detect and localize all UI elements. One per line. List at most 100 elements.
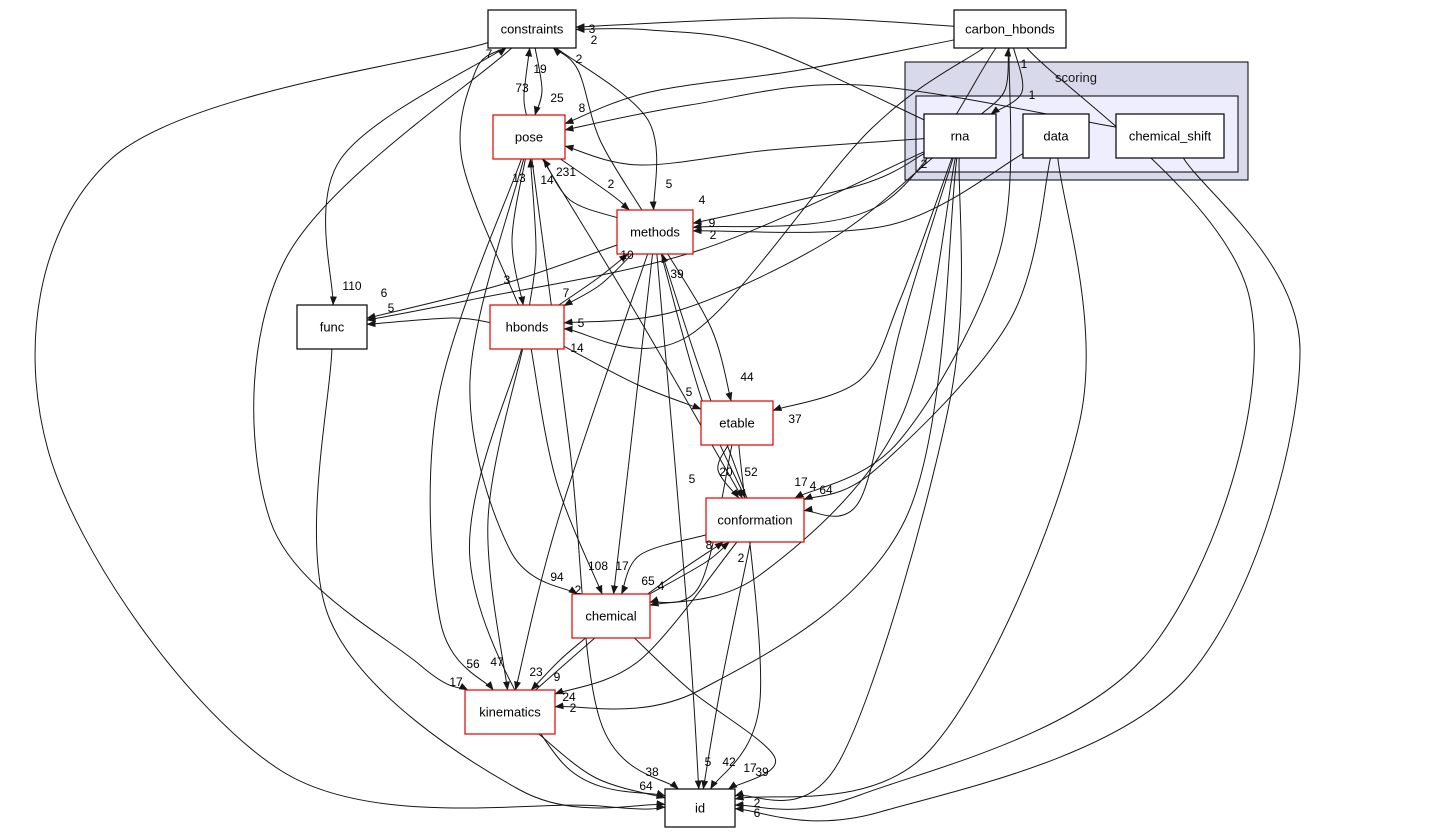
node-data-box[interactable] xyxy=(1022,113,1090,159)
edge-methods-constraints xyxy=(552,47,643,211)
node-rna[interactable]: rna xyxy=(923,113,997,159)
edge-chemical-conformation-count: 2 xyxy=(738,551,745,565)
edge-methods-pose xyxy=(542,158,618,219)
edge-hbonds-kinematics xyxy=(487,348,524,691)
edge-chemical-id xyxy=(634,637,776,790)
edge-carbon_hbonds-methods xyxy=(692,47,997,230)
node-constraints-box[interactable] xyxy=(487,9,577,49)
node-hbonds[interactable]: hbonds xyxy=(489,304,565,350)
edge-labels-layer: 7319272311017523945652641376442017951014… xyxy=(342,22,1035,820)
node-conformation[interactable]: conformation xyxy=(705,497,805,543)
node-etable[interactable]: etable xyxy=(700,400,774,446)
edge-carbon_hbonds-id xyxy=(734,47,1255,810)
edge-methods-id-count: 5 xyxy=(705,755,712,769)
node-chemical-label: chemical xyxy=(585,609,636,624)
edge-hbonds-chemical xyxy=(530,348,603,595)
edge-constraints-pose xyxy=(533,47,543,116)
node-carbon_hbonds[interactable]: carbon_hbonds xyxy=(953,9,1067,49)
edge-chemical_shift-pose-count: 8 xyxy=(579,101,586,115)
edge-data-conformation xyxy=(803,157,1051,501)
edge-pose-chemical-count: 94 xyxy=(550,570,564,584)
edge-carbon_hbonds-constraints xyxy=(575,17,955,31)
node-chemical[interactable]: chemical xyxy=(571,593,651,639)
node-pose[interactable]: pose xyxy=(492,114,566,160)
edge-rna-chemical-count: 4 xyxy=(658,579,665,593)
node-chemical_shift[interactable]: chemical_shift xyxy=(1115,113,1225,159)
edge-rna-methods-count: 4 xyxy=(699,193,706,207)
edge-hbonds-chemical-count: 2 xyxy=(575,583,582,597)
node-methods[interactable]: methods xyxy=(616,209,694,255)
edge-hbonds-constraints-count: 7 xyxy=(486,47,493,61)
edge-carbon_hbonds-conformation-count: 64 xyxy=(819,483,833,497)
edge-rna-hbonds-count: 5 xyxy=(578,316,585,330)
node-kinematics-box[interactable] xyxy=(464,689,556,735)
edge-rna-func xyxy=(366,151,925,322)
node-methods-label: methods xyxy=(630,225,680,240)
edge-constraints-methods xyxy=(555,47,658,211)
edge-methods-etable-count: 44 xyxy=(740,370,754,384)
edge-rna-hbonds xyxy=(563,157,933,326)
edge-rna-constraints xyxy=(575,25,925,121)
node-data-label: data xyxy=(1043,129,1069,144)
edge-etable-chemical-count: 65 xyxy=(641,574,655,588)
edge-pose-kinematics xyxy=(429,158,522,691)
edge-pose-constraints-count: 73 xyxy=(515,81,529,95)
edge-rna-id-count: 2 xyxy=(921,157,928,171)
node-hbonds-box[interactable] xyxy=(489,304,565,350)
node-kinematics[interactable]: kinematics xyxy=(464,689,556,735)
edge-methods-pose-count: 13 xyxy=(512,171,526,185)
edge-hbonds-etable xyxy=(563,345,702,410)
edge-carbon_hbonds-id-count: 2 xyxy=(754,796,761,810)
edge-methods-kinematics-count: 9 xyxy=(554,670,561,684)
edges-layer xyxy=(34,17,1301,822)
edge-hbonds-id xyxy=(468,348,666,797)
node-constraints[interactable]: constraints xyxy=(487,9,577,49)
node-chemical_shift-box[interactable] xyxy=(1115,113,1225,159)
edge-pose-chemical xyxy=(469,158,578,595)
edge-pose-id-count: 64 xyxy=(639,779,653,793)
edge-pose-conformation-count: 52 xyxy=(744,465,758,479)
edge-pose-hbonds xyxy=(511,158,526,306)
edge-chemical_shift-id-count: 6 xyxy=(754,806,761,820)
edge-rna-etable xyxy=(772,157,953,411)
node-etable-box[interactable] xyxy=(700,400,774,446)
edge-conformation-methods-count: 39 xyxy=(670,267,684,281)
edge-methods-constraints-count: 2 xyxy=(576,52,583,66)
node-chemical-box[interactable] xyxy=(571,593,651,639)
edge-rna-kinematics xyxy=(554,157,958,710)
node-func[interactable]: func xyxy=(296,304,368,350)
edge-hbonds-func-count: 5 xyxy=(388,301,395,315)
node-data[interactable]: data xyxy=(1022,113,1090,159)
cluster-scoring-label: scoring xyxy=(1055,70,1097,85)
node-kinematics-label: kinematics xyxy=(479,705,541,720)
edge-constraints-func-count: 110 xyxy=(342,279,361,293)
node-carbon_hbonds-label: carbon_hbonds xyxy=(965,22,1055,37)
node-carbon_hbonds-box[interactable] xyxy=(953,9,1067,49)
node-etable-label: etable xyxy=(719,416,754,431)
edge-methods-conformation xyxy=(660,253,746,499)
edge-rna-pose-count: 231 xyxy=(556,165,576,179)
edge-constraints-methods-count: 5 xyxy=(666,177,673,191)
node-func-label: func xyxy=(320,320,345,335)
node-id-box[interactable] xyxy=(664,788,736,828)
edge-carbon_hbonds-hbonds-count: 14 xyxy=(570,341,584,355)
node-pose-box[interactable] xyxy=(492,114,566,160)
edge-chemical-conformation xyxy=(649,541,730,595)
node-conformation-box[interactable] xyxy=(705,497,805,543)
edge-chemical-kinematics-count: 23 xyxy=(529,665,543,679)
node-id[interactable]: id xyxy=(664,788,736,828)
edge-pose-conformation xyxy=(541,158,743,499)
edge-rna-chemical xyxy=(649,157,956,607)
edge-pose-methods xyxy=(560,158,630,211)
edge-rna-constraints-count: 2 xyxy=(591,33,598,47)
edge-func-id xyxy=(316,348,666,809)
edge-rna-pose xyxy=(564,138,925,166)
edge-rna-kinematics-count: 2 xyxy=(570,701,577,715)
node-rna-box[interactable] xyxy=(923,113,997,159)
edge-chemical-kinematics xyxy=(530,637,586,691)
edge-constraints-func xyxy=(325,47,505,306)
node-func-box[interactable] xyxy=(296,304,368,350)
node-methods-box[interactable] xyxy=(616,209,694,255)
